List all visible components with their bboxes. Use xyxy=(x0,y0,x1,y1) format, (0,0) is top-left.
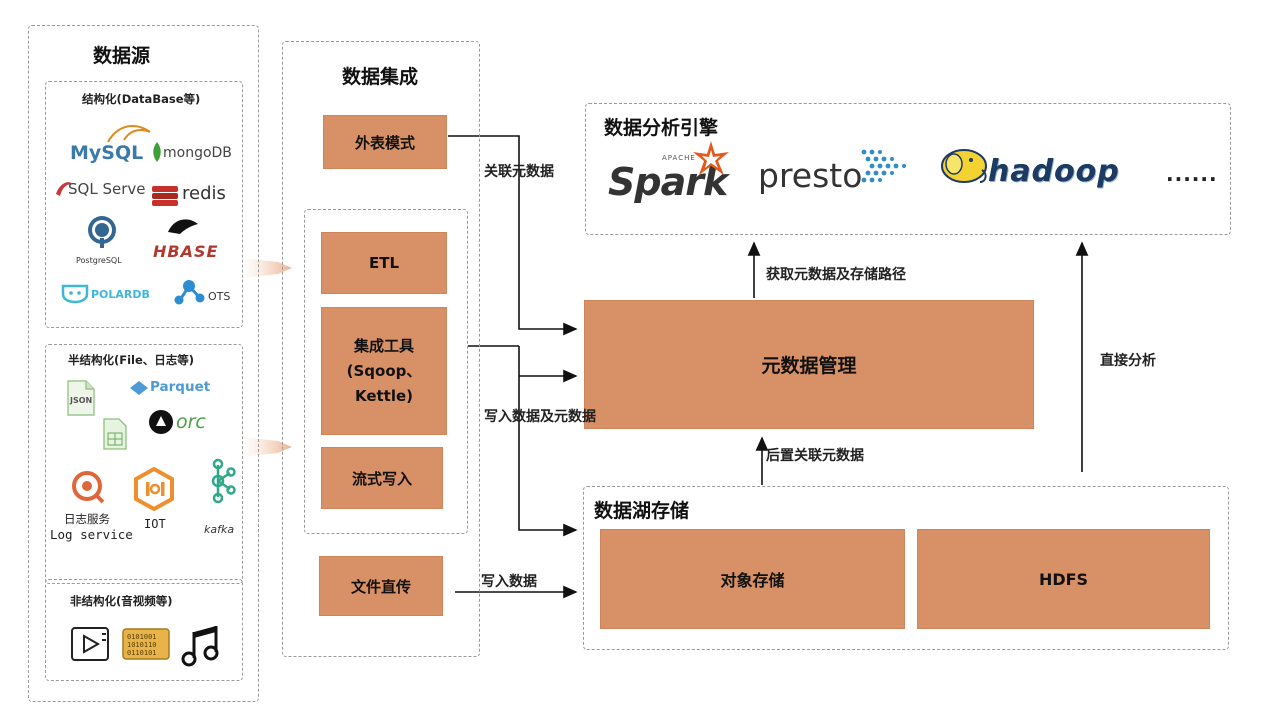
integration-title: 数据集成 xyxy=(342,66,419,88)
node-file-upload: 文件直传 xyxy=(319,556,443,616)
node-stream-write: 流式写入 xyxy=(321,447,443,509)
edge-label-post-link: 后置关联元数据 xyxy=(766,448,864,464)
node-integration-tools: 集成工具 (Sqoop、 Kettle) xyxy=(321,307,447,435)
lake-title: 数据湖存储 xyxy=(594,500,690,522)
integration-inner-panel xyxy=(304,209,468,534)
edge-tools-lake xyxy=(518,346,578,537)
log-service-en: Log service xyxy=(50,527,133,542)
log-service-icon xyxy=(72,471,105,504)
postgresql-logo: PostgreSQL xyxy=(76,256,122,265)
integration-panel: 数据集成 xyxy=(282,41,480,657)
hbase-logo: HBASE xyxy=(153,242,219,261)
tools-line-2: (Sqoop、 xyxy=(346,361,422,380)
flow-arrow-structured xyxy=(242,258,292,278)
redis-logo: redis xyxy=(182,183,226,204)
semi-title: 半结构化(File、日志等) xyxy=(68,353,195,367)
music-note-icon xyxy=(181,626,219,667)
engine-more: ...... xyxy=(1166,162,1218,186)
node-object-storage: 对象存储 xyxy=(600,529,905,629)
spark-star-icon xyxy=(693,141,729,175)
polardb-logo: POLARDB xyxy=(91,288,150,301)
hadoop-logo: hadoop xyxy=(988,154,1120,189)
binary-data-icon: 0101001 1010110 0110101 xyxy=(122,628,170,660)
video-icon xyxy=(71,627,109,661)
spreadsheet-file-icon xyxy=(103,418,127,450)
orc-logo: ORC xyxy=(176,411,206,433)
structured-panel: 结构化(DataBase等) MySQL mongoDB SQL Serve r… xyxy=(45,81,243,328)
edge-label-get-meta: 获取元数据及存储路径 xyxy=(766,267,906,283)
edge-label-link-meta: 关联元数据 xyxy=(484,164,554,180)
log-service-cn: 日志服务 xyxy=(64,512,110,526)
unstructured-panel: 非结构化(音视频等) 0101001 1010110 0110101 xyxy=(45,579,243,681)
sqlserver-logo: SQL Serve xyxy=(68,180,146,198)
edge-external-meta xyxy=(448,135,578,336)
source-panel: 数据源 结构化(DataBase等) MySQL mongoDB SQL Ser… xyxy=(28,25,259,702)
svg-text:0110101: 0110101 xyxy=(127,649,157,657)
redis-icon xyxy=(152,186,178,206)
parquet-logo: Parquet xyxy=(150,379,211,395)
node-external-table: 外表模式 xyxy=(323,115,447,169)
tools-line-1: 集成工具 xyxy=(353,336,414,355)
json-file-icon xyxy=(67,380,95,416)
orc-icon xyxy=(149,410,173,434)
parquet-icon xyxy=(130,381,148,395)
hadoop-elephant-icon xyxy=(941,149,987,183)
dolphin-icon xyxy=(107,125,151,143)
kafka-icon xyxy=(211,458,236,504)
flow-arrow-semi xyxy=(242,437,292,457)
presto-dots-icon xyxy=(861,149,906,183)
structured-title: 结构化(DataBase等) xyxy=(82,92,201,106)
sqlserver-icon xyxy=(56,182,72,196)
edge-label-direct: 直接分析 xyxy=(1100,353,1156,369)
edge-label-write-data: 写入数据 xyxy=(481,574,537,590)
polardb-icon xyxy=(61,284,89,304)
svg-text:1010110: 1010110 xyxy=(127,641,157,649)
node-hdfs: HDFS xyxy=(917,529,1210,629)
spark-apache-text: APACHE xyxy=(662,154,696,162)
node-etl: ETL xyxy=(321,232,447,294)
elephant-icon xyxy=(88,216,116,248)
lake-panel: 数据湖存储 xyxy=(583,486,1229,650)
ots-logo: OTS xyxy=(208,290,231,303)
unstructured-title: 非结构化(音视频等) xyxy=(70,594,173,608)
svg-text:0101001: 0101001 xyxy=(127,633,157,641)
edge-label-write-meta: 写入数据及元数据 xyxy=(484,409,596,425)
ots-icon xyxy=(174,280,205,305)
mongodb-logo: mongoDB xyxy=(163,145,232,161)
iot-icon xyxy=(134,467,174,511)
presto-logo: presto xyxy=(758,156,863,195)
node-metadata-management: 元数据管理 xyxy=(584,300,1034,429)
mysql-logo: MySQL xyxy=(70,142,144,164)
orca-icon xyxy=(168,219,198,234)
iot-label: IOT xyxy=(144,517,166,531)
engine-panel: 数据分析引擎 APACHE Spark presto hadoop ...... xyxy=(585,103,1231,235)
semi-panel: 半结构化(File、日志等) JSON Parquet ORC 日志服务 Log… xyxy=(45,344,243,584)
json-label: JSON xyxy=(70,396,93,405)
engine-title: 数据分析引擎 xyxy=(604,117,719,139)
leaf-icon xyxy=(153,142,161,162)
source-title: 数据源 xyxy=(93,45,151,67)
tools-line-3: Kettle) xyxy=(354,386,414,405)
kafka-label: kafka xyxy=(204,523,235,536)
